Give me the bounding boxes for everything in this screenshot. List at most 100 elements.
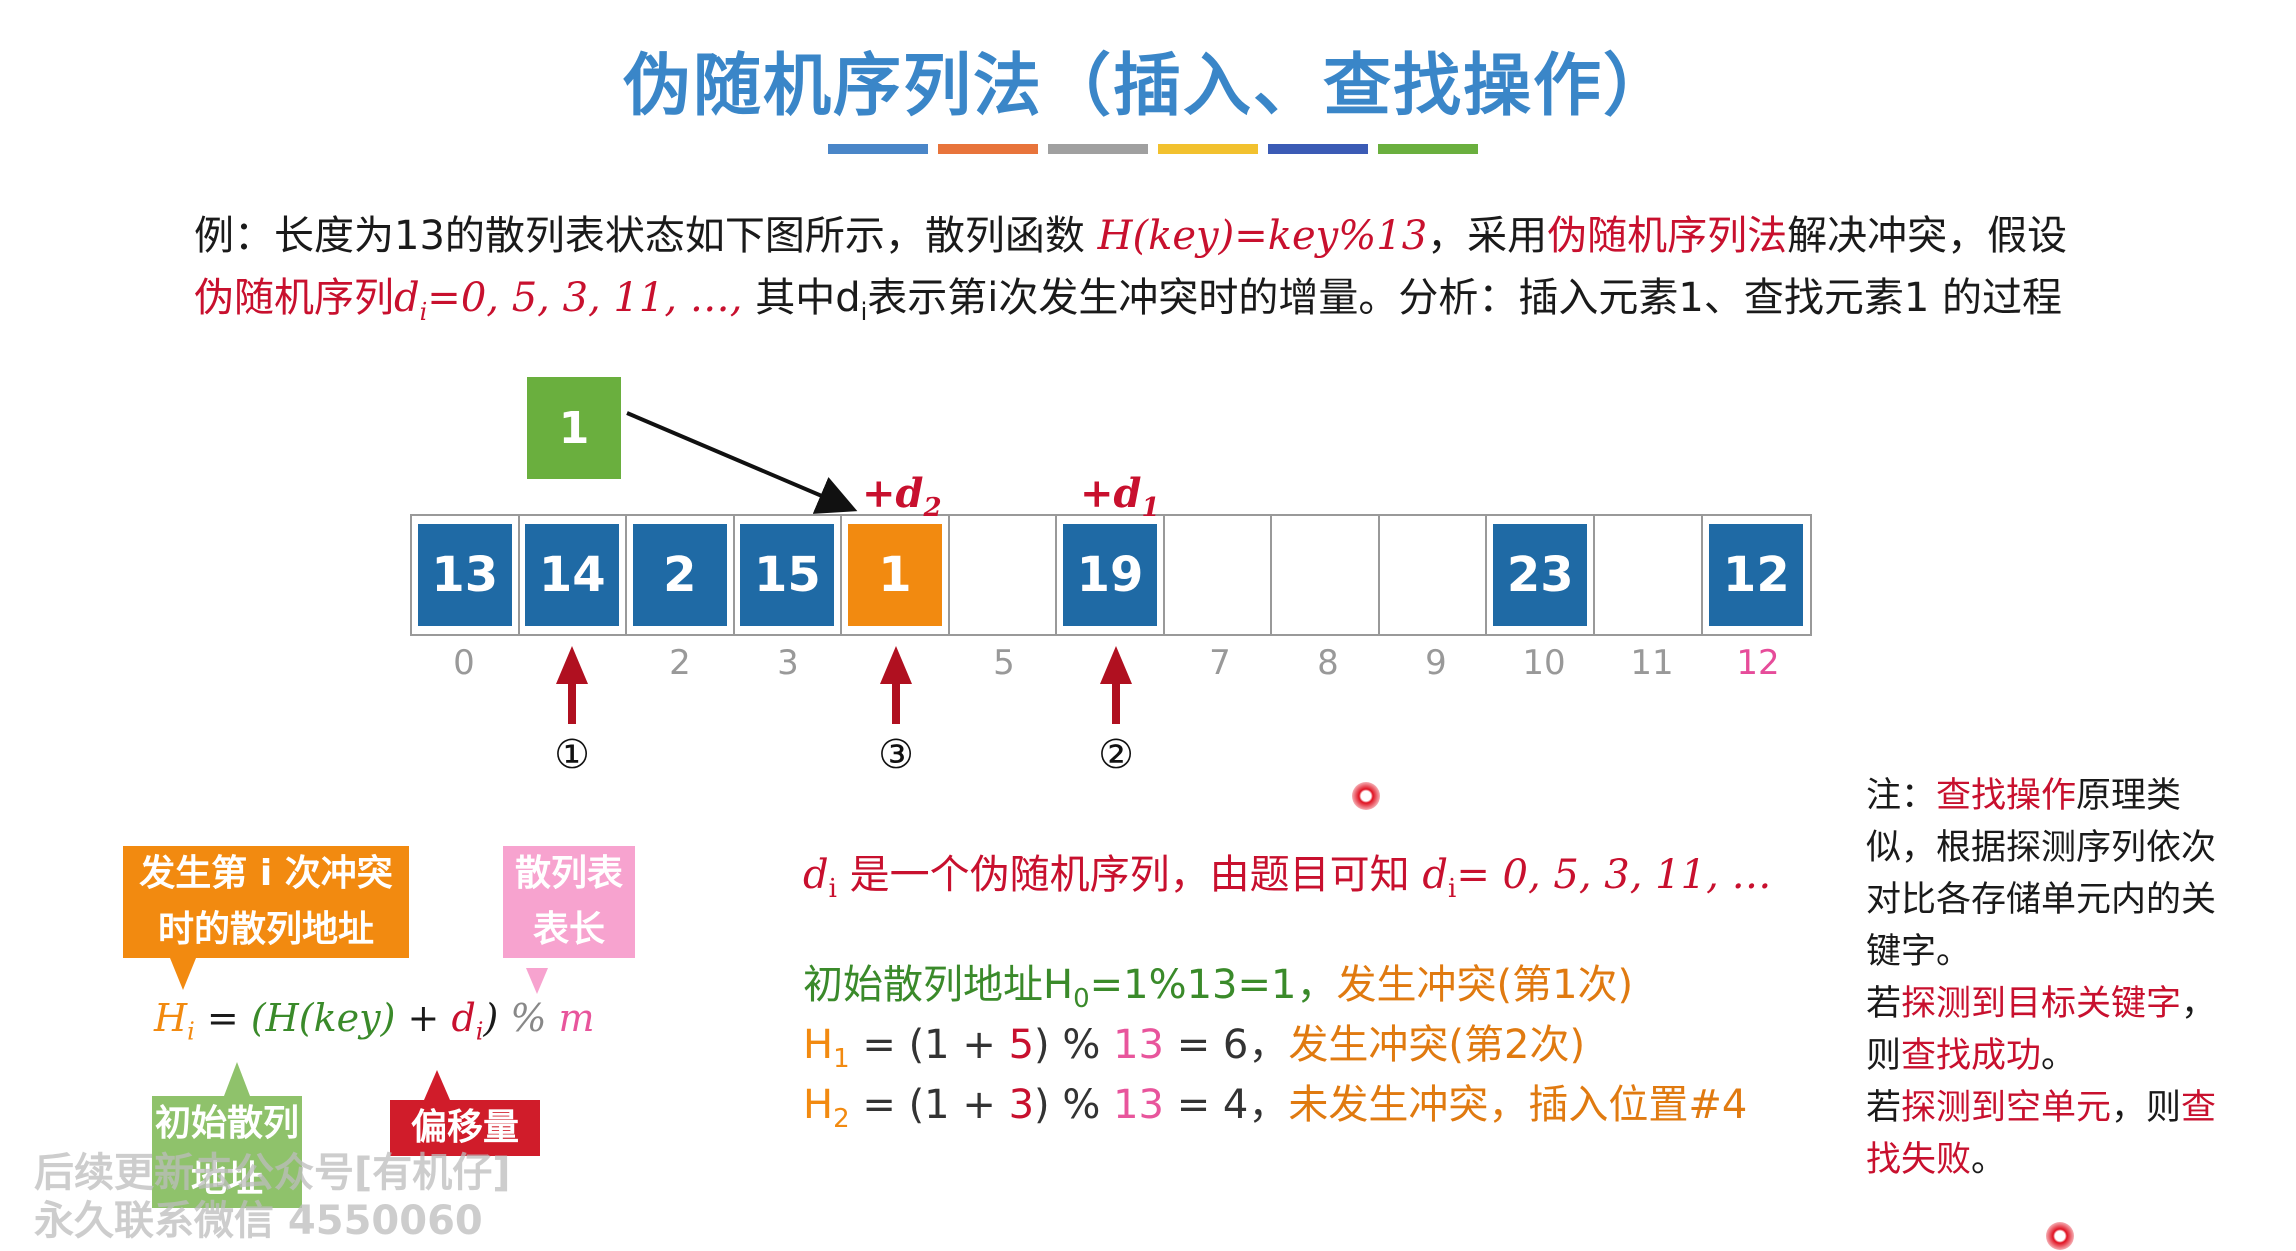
step-h: H2 xyxy=(803,1082,850,1134)
table-index: 5 xyxy=(993,643,1015,683)
cell-key xyxy=(956,524,1050,626)
step-text: ) % xyxy=(1034,1082,1114,1128)
note-highlight: 找失败 xyxy=(1866,1140,1972,1180)
probe-step-2: H2 = (1 + 3) % 13 = 4，未发生冲突，插入位置#4 xyxy=(803,1072,1747,1134)
table-index: 10 xyxy=(1522,643,1566,683)
step-text: = (1 + xyxy=(849,1082,1009,1128)
note-highlight: 查 xyxy=(2181,1088,2217,1128)
probe-step-1: H1 = (1 + 5) % 13 = 6，发生冲突(第2次) xyxy=(803,1012,1585,1074)
d-label-text: +d xyxy=(862,470,924,517)
seq-d: d xyxy=(803,852,829,898)
note-line: 似，根据探测序列依次 xyxy=(1866,828,2217,868)
step-h-sub: 2 xyxy=(833,1104,850,1134)
d1-label: +d1 xyxy=(1080,470,1160,523)
table-length-badge: 散列表表长 xyxy=(503,846,635,958)
note-line: 若探测到空单元，则查 xyxy=(1866,1082,2266,1134)
formula-eq: = xyxy=(194,996,251,1040)
cell-key: 13 xyxy=(417,524,512,626)
note-line: 若探测到目标关键字， xyxy=(1866,978,2266,1030)
lookup-note: 注：查找操作原理类 似，根据探测序列依次 对比各存储单元内的关 键字。 若探测到… xyxy=(1866,770,2266,1186)
table-cell-6: 19 xyxy=(1057,516,1165,634)
probe-step-0: 初始散列地址H0=1%13=1，发生冲突(第1次) xyxy=(803,952,1633,1014)
formula-h-letter: H xyxy=(154,996,188,1040)
table-index: 9 xyxy=(1425,643,1447,683)
note-text: 若 xyxy=(1866,1088,1902,1128)
probe-marker-3: ③ xyxy=(878,732,914,778)
badge-pointer-red xyxy=(424,1070,450,1100)
note-text: 则 xyxy=(1866,1036,1902,1076)
note-line: 则查找成功。 xyxy=(1866,1030,2266,1082)
note-text: ， xyxy=(2181,984,2217,1024)
note-text: 。 xyxy=(1971,1140,2007,1180)
initial-address-badge: 初始散列地址 xyxy=(152,1096,302,1208)
note-highlight: 查找成功 xyxy=(1901,1036,2042,1076)
method-name: 伪随机序列法 xyxy=(1547,213,1788,259)
formula-mod: % xyxy=(498,996,559,1040)
formula-plus: + xyxy=(395,996,452,1040)
table-cell-10: 23 xyxy=(1487,516,1596,634)
conflict-note: 发生冲突(第1次) xyxy=(1336,962,1634,1008)
badge-pointer-orange xyxy=(170,958,196,990)
note-text: 注： xyxy=(1866,776,1937,816)
page-title: 伪随机序列法（插入、查找操作） xyxy=(622,47,1673,126)
d-label-sub: 1 xyxy=(1141,493,1160,523)
step-h: H1 xyxy=(803,1022,850,1074)
sequence-label: 伪随机序列 xyxy=(194,275,394,321)
cell-key: 19 xyxy=(1063,524,1158,626)
d-label-sub: 2 xyxy=(923,493,942,523)
table-index: 12 xyxy=(1736,643,1780,683)
cell-key: 12 xyxy=(1709,524,1804,626)
note-text: 若 xyxy=(1866,984,1902,1024)
probe-arrow-2 xyxy=(1100,646,1132,724)
seq-sub: i xyxy=(1447,874,1457,904)
table-cell-8 xyxy=(1272,516,1380,634)
step-text: = (1 + xyxy=(849,1022,1009,1068)
step-mod: 13 xyxy=(1113,1082,1164,1128)
intro-text: 其中d xyxy=(742,275,861,321)
formula-h-sub: i xyxy=(187,1017,195,1046)
title-bar-6 xyxy=(1378,144,1478,154)
step-offset: 3 xyxy=(1008,1082,1035,1128)
insert-note: 未发生冲突，插入位置#4 xyxy=(1288,1082,1748,1128)
note-line: 对比各存储单元内的关 xyxy=(1866,880,2217,920)
step-text: = 6， xyxy=(1163,1022,1289,1068)
note-text: 。 xyxy=(2041,1036,2077,1076)
seq-sub: i xyxy=(828,874,837,904)
cell-key: 14 xyxy=(525,524,620,626)
laser-pointer-dot xyxy=(1352,782,1380,810)
intro-text: 解决冲突，假设 xyxy=(1787,213,2068,259)
formula-d-letter: d xyxy=(451,996,476,1040)
step-offset: 5 xyxy=(1008,1022,1035,1068)
step-sub: 0 xyxy=(1073,984,1090,1014)
table-cell-4: 1 xyxy=(842,516,950,634)
offset-badge: 偏移量 xyxy=(390,1100,540,1156)
intro-text: ，采用 xyxy=(1427,213,1548,259)
new-key-box: 1 xyxy=(527,377,621,479)
step-h-letter: H xyxy=(803,1082,834,1128)
intro-sub: i xyxy=(860,298,868,326)
badge-pointer-green xyxy=(224,1062,250,1096)
cell-key: 15 xyxy=(740,524,835,626)
probe-arrow-3 xyxy=(880,646,912,724)
note-text: 原理类 xyxy=(2076,776,2182,816)
table-index: 11 xyxy=(1630,643,1674,683)
note-highlight: 探测到空单元 xyxy=(1901,1088,2112,1128)
watermark-line-2: 永久联系微信 4550060 xyxy=(34,1198,483,1244)
note-highlight: 探测到目标关键字 xyxy=(1901,984,2182,1024)
cell-key xyxy=(1386,524,1480,626)
cell-key xyxy=(1278,524,1372,626)
table-index: 8 xyxy=(1317,643,1339,683)
badge-pointer-pink xyxy=(526,968,548,994)
sequence-sub: i xyxy=(419,298,428,326)
formula-close: ) xyxy=(483,996,499,1040)
cell-key: 23 xyxy=(1493,524,1588,626)
laser-pointer-dot xyxy=(2046,1222,2074,1250)
note-highlight: 查找操作 xyxy=(1936,776,2077,816)
table-index: 7 xyxy=(1209,643,1231,683)
cell-key: 1 xyxy=(847,524,942,626)
formula-hkey: (H(key) xyxy=(250,996,396,1040)
watermark-line-1: 后续更新去公众号[有机仔] xyxy=(34,1150,511,1196)
step-text: =1%13=1， xyxy=(1089,962,1337,1008)
table-cell-9 xyxy=(1380,516,1488,634)
